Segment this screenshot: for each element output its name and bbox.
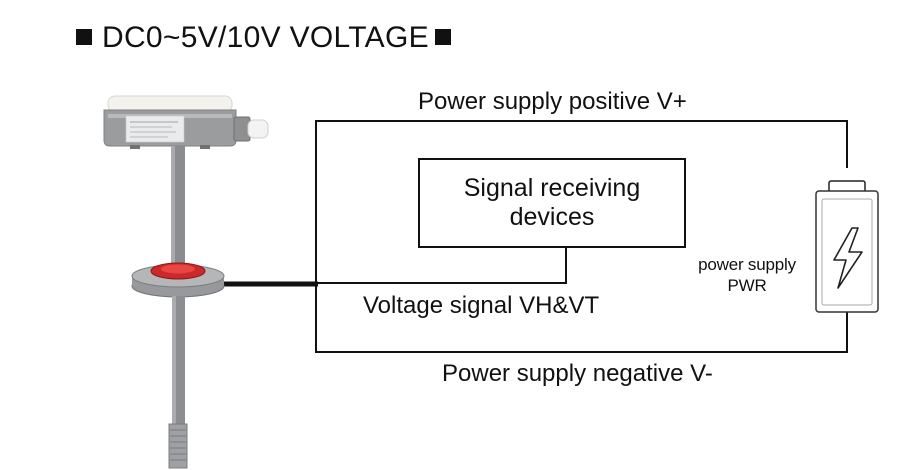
- signal-receiving-device: Signal receiving devices: [418, 158, 686, 248]
- negative-wire: [315, 283, 848, 353]
- signal-label: Voltage signal VH&VT: [363, 292, 600, 319]
- pwr-label-line1: power supply: [698, 255, 796, 274]
- title-square-icon: [76, 29, 92, 46]
- pwr-label-line2: PWR: [727, 276, 767, 295]
- power-supply-label: power supply PWR: [676, 254, 818, 296]
- receiver-label-line2: devices: [509, 203, 595, 231]
- negative-label: Power supply negative V-: [442, 360, 713, 387]
- receiver-label-line1: Signal receiving: [463, 174, 641, 202]
- positive-wire: [315, 120, 848, 283]
- title-square-icon: [434, 29, 451, 46]
- lightning-bolt-icon: [833, 227, 863, 289]
- signal-wire: [316, 248, 567, 284]
- positive-label: Power supply positive V+: [418, 88, 687, 115]
- title-text: DC0~5V/10V VOLTAGE: [102, 21, 429, 54]
- page-title: DC0~5V/10V VOLTAGE: [76, 20, 451, 56]
- duct-humidity-sensor-icon: [103, 95, 269, 469]
